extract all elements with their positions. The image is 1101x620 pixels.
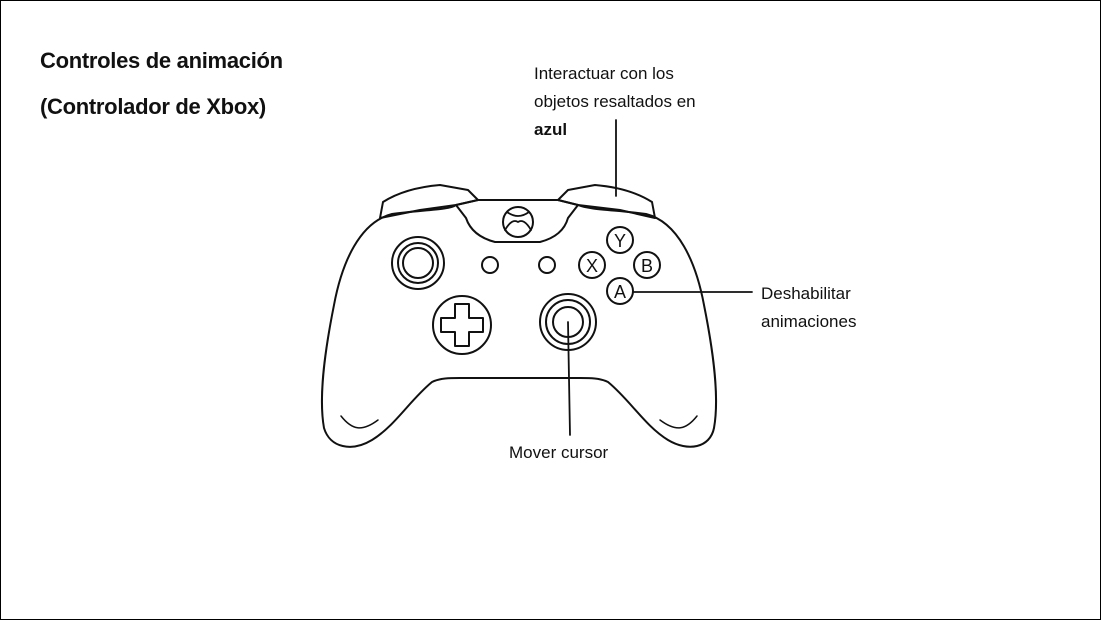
body-detail-left <box>340 415 379 429</box>
button-x: X <box>578 251 606 279</box>
callout-interact-line-1: Interactuar con los <box>534 64 674 83</box>
button-a: A <box>606 277 634 305</box>
body-detail-right <box>659 415 698 429</box>
callout-interact-line-3: azul <box>534 120 568 139</box>
title-line-1: Controles de animación <box>40 48 283 73</box>
button-y: Y <box>606 226 634 254</box>
callout-interact-line-2: objetos resaltados en <box>534 92 696 111</box>
menu-button <box>538 256 556 274</box>
callout-move: Mover cursor <box>509 439 608 467</box>
button-a-label: A <box>614 282 626 302</box>
left-stick <box>391 236 445 290</box>
callout-move-line-1: Mover cursor <box>509 443 609 462</box>
callout-interact: Interactuar con los objetos resaltados e… <box>534 60 696 144</box>
callout-disable-line-1: Deshabilitar <box>761 284 851 303</box>
view-button <box>481 256 499 274</box>
button-b-label: B <box>641 256 653 276</box>
button-x-label: X <box>586 256 598 276</box>
button-b: B <box>633 251 661 279</box>
title-line-2: (Controlador de Xbox) <box>40 94 266 119</box>
leader-line-move <box>567 321 571 436</box>
page-title: Controles de animación (Controlador de X… <box>40 38 283 130</box>
callout-disable-line-2: animaciones <box>761 312 857 331</box>
button-y-label: Y <box>614 231 626 251</box>
controller-body <box>320 204 718 448</box>
dpad <box>432 295 492 355</box>
callout-disable: Deshabilitar animaciones <box>761 280 856 336</box>
xbox-logo-icon <box>502 206 534 238</box>
guide-panel <box>455 199 579 243</box>
